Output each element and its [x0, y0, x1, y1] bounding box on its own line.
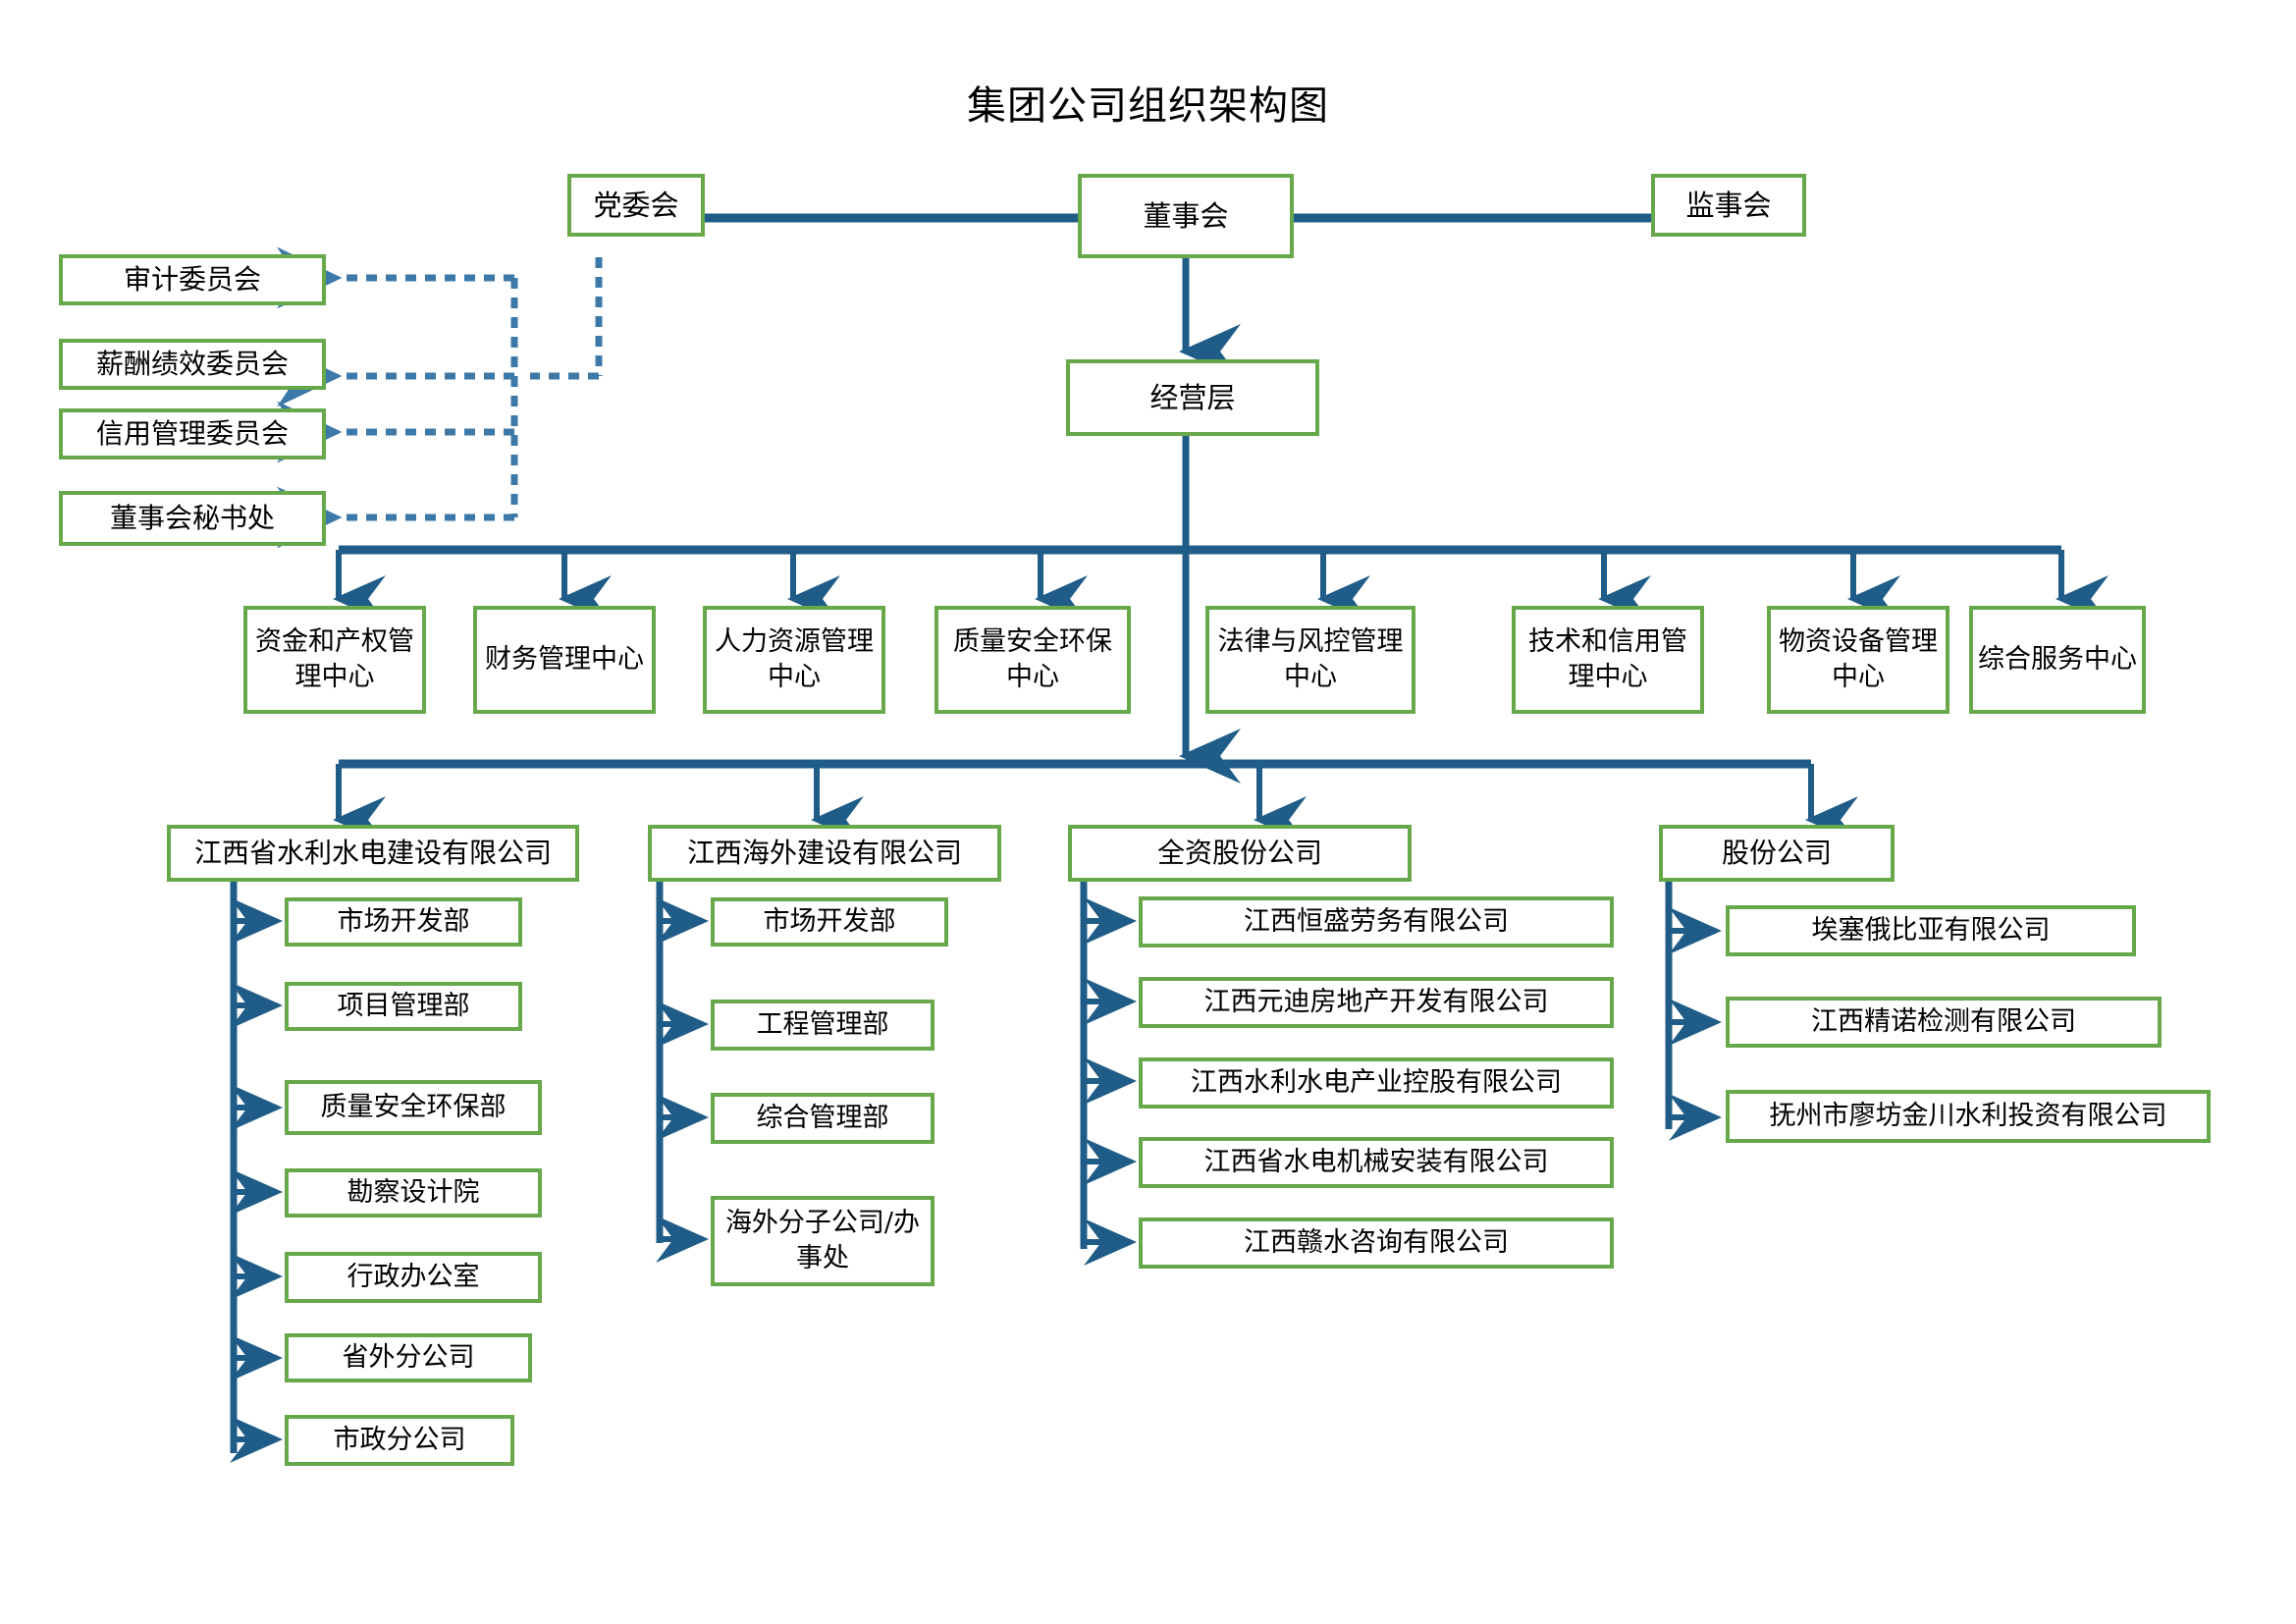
- node-dept-survey-design-institute[interactable]: 勘察设计院: [285, 1168, 542, 1218]
- node-label: 综合管理部: [756, 1103, 889, 1134]
- node-branch-out-of-province[interactable]: 省外分公司: [285, 1333, 532, 1382]
- node-label: 经营层: [1149, 380, 1236, 414]
- node-board-secretariat[interactable]: 董事会秘书处: [59, 491, 326, 546]
- node-label: 质量安全环保中心: [953, 626, 1112, 692]
- node-subsidiary-wholly-owned[interactable]: 全资股份公司: [1068, 825, 1412, 882]
- node-committee-compensation[interactable]: 薪酬绩效委员会: [59, 339, 326, 390]
- node-label: 市场开发部: [763, 906, 896, 938]
- node-label: 信用管理委员会: [95, 416, 289, 450]
- node-company-liaofang-jinchuan-water-investment[interactable]: 抚州市廖坊金川水利投资有限公司: [1726, 1090, 2211, 1143]
- node-label: 物资设备管理中心: [1779, 626, 1938, 692]
- node-label: 抚州市廖坊金川水利投资有限公司: [1769, 1101, 2167, 1132]
- node-label: 董事会秘书处: [109, 501, 275, 534]
- node-subsidiary-joint-stock[interactable]: 股份公司: [1659, 825, 1895, 882]
- node-label: 全资股份公司: [1156, 836, 1322, 869]
- node-label: 市场开发部: [337, 906, 470, 938]
- node-center-materials-equipment[interactable]: 物资设备管理中心: [1767, 606, 1949, 714]
- node-branch-municipal[interactable]: 市政分公司: [285, 1415, 514, 1466]
- node-board-of-supervisors[interactable]: 监事会: [1651, 174, 1806, 237]
- node-center-quality-safety-environment[interactable]: 质量安全环保中心: [934, 606, 1131, 714]
- node-company-jingnuo-testing[interactable]: 江西精诺检测有限公司: [1726, 997, 2162, 1048]
- node-label: 法律与风控管理中心: [1217, 626, 1404, 692]
- node-label: 江西赣水咨询有限公司: [1244, 1227, 1509, 1259]
- node-label: 省外分公司: [342, 1342, 475, 1374]
- node-label: 技术和信用管理中心: [1528, 626, 1687, 692]
- node-overseas-branches-offices[interactable]: 海外分子公司/办事处: [711, 1196, 934, 1286]
- node-center-finance[interactable]: 财务管理中心: [473, 606, 656, 714]
- node-label: 资金和产权管理中心: [255, 626, 414, 692]
- node-management-layer[interactable]: 经营层: [1066, 359, 1319, 436]
- node-label: 综合服务中心: [1978, 644, 2137, 676]
- node-label: 董事会: [1143, 198, 1229, 233]
- node-label: 江西水利水电产业控股有限公司: [1191, 1067, 1562, 1099]
- node-dept-market-development-1[interactable]: 市场开发部: [285, 897, 522, 947]
- node-company-yuandi-realestate[interactable]: 江西元迪房地产开发有限公司: [1139, 977, 1614, 1028]
- node-label: 江西精诺检测有限公司: [1811, 1006, 2076, 1038]
- node-center-funds-property[interactable]: 资金和产权管理中心: [243, 606, 426, 714]
- node-party-committee[interactable]: 党委会: [567, 174, 705, 237]
- node-label: 江西恒盛劳务有限公司: [1244, 906, 1509, 938]
- node-center-human-resources[interactable]: 人力资源管理中心: [703, 606, 885, 714]
- node-dept-general-management[interactable]: 综合管理部: [711, 1093, 934, 1144]
- node-board-of-directors[interactable]: 董事会: [1078, 174, 1294, 258]
- page-title: 集团公司组织架构图: [967, 83, 1329, 129]
- node-committee-credit[interactable]: 信用管理委员会: [59, 408, 326, 460]
- node-dept-market-development-2[interactable]: 市场开发部: [711, 897, 948, 947]
- node-label: 财务管理中心: [485, 644, 644, 676]
- node-label: 市政分公司: [333, 1425, 466, 1456]
- node-label: 项目管理部: [337, 991, 470, 1022]
- node-dept-project-management[interactable]: 项目管理部: [285, 982, 522, 1031]
- node-label: 人力资源管理中心: [715, 626, 874, 692]
- node-label: 工程管理部: [756, 1009, 889, 1041]
- node-label: 监事会: [1685, 188, 1772, 222]
- node-company-hydro-machinery-installation[interactable]: 江西省水电机械安装有限公司: [1139, 1137, 1614, 1188]
- node-label: 江西省水电机械安装有限公司: [1203, 1147, 1549, 1178]
- node-center-general-services[interactable]: 综合服务中心: [1969, 606, 2146, 714]
- node-label: 薪酬绩效委员会: [95, 347, 289, 380]
- node-label: 埃塞俄比亚有限公司: [1811, 915, 2051, 947]
- node-label: 审计委员会: [123, 262, 261, 296]
- node-label: 江西省水利水电建设有限公司: [193, 836, 552, 869]
- node-dept-quality-safety-environment[interactable]: 质量安全环保部: [285, 1080, 542, 1135]
- node-subsidiary-jiangxi-water-power[interactable]: 江西省水利水电建设有限公司: [167, 825, 579, 882]
- node-company-hengsheng-labor[interactable]: 江西恒盛劳务有限公司: [1139, 896, 1614, 947]
- node-label: 江西海外建设有限公司: [686, 836, 962, 869]
- node-company-ethiopia[interactable]: 埃塞俄比亚有限公司: [1726, 905, 2136, 956]
- node-label: 海外分子公司/办事处: [724, 1208, 921, 1273]
- node-company-ganshui-consulting[interactable]: 江西赣水咨询有限公司: [1139, 1218, 1614, 1269]
- node-label: 党委会: [593, 188, 679, 222]
- node-center-technology-credit[interactable]: 技术和信用管理中心: [1512, 606, 1704, 714]
- node-subsidiary-jiangxi-overseas[interactable]: 江西海外建设有限公司: [648, 825, 1001, 882]
- node-dept-engineering-management[interactable]: 工程管理部: [711, 1000, 934, 1051]
- node-label: 江西元迪房地产开发有限公司: [1203, 987, 1549, 1018]
- node-label: 股份公司: [1721, 836, 1832, 869]
- node-dept-administrative-office[interactable]: 行政办公室: [285, 1252, 542, 1303]
- node-center-legal-risk[interactable]: 法律与风控管理中心: [1205, 606, 1415, 714]
- node-label: 勘察设计院: [347, 1177, 480, 1209]
- node-company-water-power-holding[interactable]: 江西水利水电产业控股有限公司: [1139, 1057, 1614, 1109]
- node-label: 行政办公室: [347, 1262, 480, 1293]
- node-label: 质量安全环保部: [320, 1092, 507, 1123]
- node-committee-audit[interactable]: 审计委员会: [59, 254, 326, 305]
